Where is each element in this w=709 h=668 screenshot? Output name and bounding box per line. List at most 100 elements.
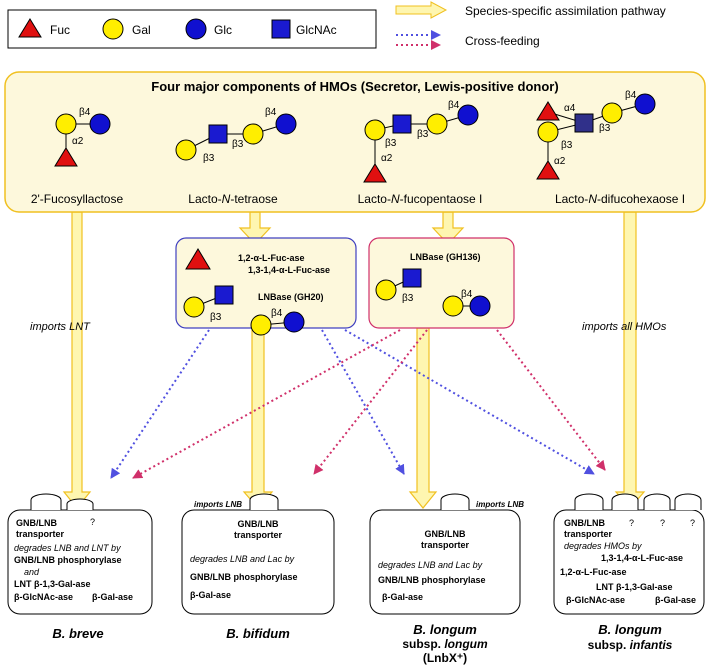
crossfeed-gh20-to-longum — [321, 329, 405, 475]
cell-b-longum: imports LNB GNB/LNB transporter degrades… — [369, 493, 524, 665]
enzyme-fuc-ase-1314: 1,3-1,4-α-L-Fuc-ase — [248, 265, 330, 275]
arrow-to-gh20 — [238, 211, 272, 245]
molecule-name-2fl: 2'-Fucosyllactose — [31, 192, 124, 206]
glc-icon — [89, 113, 111, 135]
cell-enzyme: GNB/LNB phosphorylase — [378, 575, 486, 585]
legend-gal-label: Gal — [132, 23, 151, 37]
glcnac-icon — [271, 19, 291, 39]
pathway-arrow-icon — [395, 1, 448, 19]
arrow-to-gh136 — [431, 211, 465, 245]
hmo-panel-title: Four major components of HMOs (Secretor,… — [151, 79, 558, 94]
gal-icon — [364, 119, 386, 141]
fuc-icon — [54, 147, 78, 167]
crossfeed-gh20-to-breve — [110, 329, 210, 479]
link-label: β3 — [561, 140, 573, 151]
transporter-label: GNB/LNB — [16, 518, 57, 528]
transporter-label: GNB/LNB — [564, 518, 605, 528]
hmo-panel: Four major components of HMOs (Secretor,… — [4, 71, 706, 213]
molecule-lnfp: β3 β3 β4 α2 Lacto-N-fucopentaose I — [358, 100, 483, 206]
gal-icon — [242, 123, 264, 145]
link-label: β3 — [203, 153, 215, 164]
cell-desc: degrades LNB and LNT by — [14, 543, 121, 553]
link-label: β4 — [271, 308, 283, 319]
link-label: β3 — [232, 139, 244, 150]
fuc-icon — [363, 163, 387, 183]
gal-icon — [102, 18, 124, 40]
molecule-lnt: β3 β3 β4 Lacto-N-tetraose — [175, 107, 297, 206]
glc-icon — [185, 18, 207, 40]
cell-enzyme: GNB/LNB phosphorylase — [14, 555, 122, 565]
link-label: β3 — [417, 129, 429, 140]
fuc-icon — [536, 160, 560, 180]
arrow-to-infantis — [614, 211, 646, 509]
molecule-2fl: β4 α2 2'-Fucosyllactose — [31, 107, 124, 206]
cell-desc: degrades LNB and Lac by — [378, 560, 483, 570]
legend-fuc-label: Fuc — [50, 23, 70, 37]
imports-all-label: imports all HMOs — [582, 321, 667, 333]
link-label: α4 — [564, 103, 576, 114]
gal-icon — [537, 121, 559, 143]
glcnac-icon — [208, 124, 228, 144]
fuc-icon — [18, 18, 42, 38]
legend-glc-label: Glc — [214, 23, 232, 37]
crossfeed-gh136-to-bifidum — [313, 329, 428, 475]
cell-enzyme: GNB/LNB phosphorylase — [190, 572, 298, 582]
arrow-to-bifidum — [242, 326, 274, 509]
glc-icon — [275, 113, 297, 135]
cell-enzyme: 1,2-α-L-Fuc-ase — [560, 567, 627, 577]
link-label: β3 — [402, 293, 414, 304]
crossfeed-gh20-to-infantis — [344, 329, 595, 475]
imports-lnt-label: imports LNT — [30, 321, 91, 333]
gal-icon — [375, 279, 397, 301]
arrow-to-longum — [408, 327, 438, 509]
cell-b-infantis: ? ? ? GNB/LNB transporter degrades HMOs … — [553, 493, 705, 652]
legend: Fuc Gal Glc GlcNAc Species-specific assi… — [7, 1, 666, 50]
imports-lnb-label: imports LNB — [194, 500, 242, 509]
transporter-label: transporter — [421, 540, 470, 550]
cell-desc: and — [24, 567, 40, 577]
imports-lnb-label: imports LNB — [476, 500, 524, 509]
link-label: α2 — [72, 136, 84, 147]
crossfeeding-arrows — [110, 329, 606, 479]
glcnac-icon — [574, 113, 594, 133]
link-label: β4 — [448, 100, 460, 111]
cell-enzyme: β-Gal-ase — [655, 595, 696, 605]
glc-icon — [469, 295, 491, 317]
link-label: β4 — [461, 289, 473, 300]
gal-icon — [442, 295, 464, 317]
cell-enzyme: β-GlcNAc-ase — [14, 592, 73, 602]
glcnac-icon — [392, 114, 412, 134]
molecule-lndfh: α4 β3 β4 β3 α2 Lacto-N-difucohexaose I — [536, 90, 685, 206]
link-label: β4 — [265, 107, 277, 118]
gal-icon — [426, 113, 448, 135]
gal-icon — [175, 139, 197, 161]
cell-enzyme: β-Gal-ase — [190, 590, 231, 600]
gal-icon — [183, 296, 205, 318]
unknown-transporter: ? — [660, 518, 665, 528]
molecule-name-lndfh: Lacto-N-difucohexaose I — [555, 192, 685, 206]
cell-b-bifidum: imports LNB GNB/LNB transporter degrades… — [181, 493, 335, 641]
molecule-name-lnt: Lacto-N-tetraose — [188, 192, 278, 206]
species-name: B. longum — [413, 622, 477, 637]
transporter-label: transporter — [564, 529, 613, 539]
glcnac-icon — [402, 268, 422, 288]
glcnac-icon — [214, 285, 234, 305]
gal-icon — [601, 102, 623, 124]
fuc-icon — [536, 101, 560, 121]
link-label: β4 — [625, 90, 637, 101]
transporter-label: transporter — [234, 530, 283, 540]
species-name: B. bifidum — [226, 626, 290, 641]
gal-icon — [250, 314, 272, 336]
transporter-label: GNB/LNB — [238, 519, 279, 529]
enzyme-lnbase-gh20: LNBase (GH20) — [258, 292, 324, 302]
link-label: β3 — [385, 138, 397, 149]
unknown-transporter: ? — [629, 518, 634, 528]
species-subspecies: subsp. longum — [402, 637, 488, 651]
link-label: β4 — [79, 107, 91, 118]
link-label: α2 — [381, 153, 393, 164]
cell-enzyme: β-Gal-ase — [382, 592, 423, 602]
cell-enzyme: LNT β-1,3-Gal-ase — [596, 582, 673, 592]
glc-icon — [457, 104, 479, 126]
cell-enzyme: 1,3-1,4-α-L-Fuc-ase — [601, 553, 683, 563]
